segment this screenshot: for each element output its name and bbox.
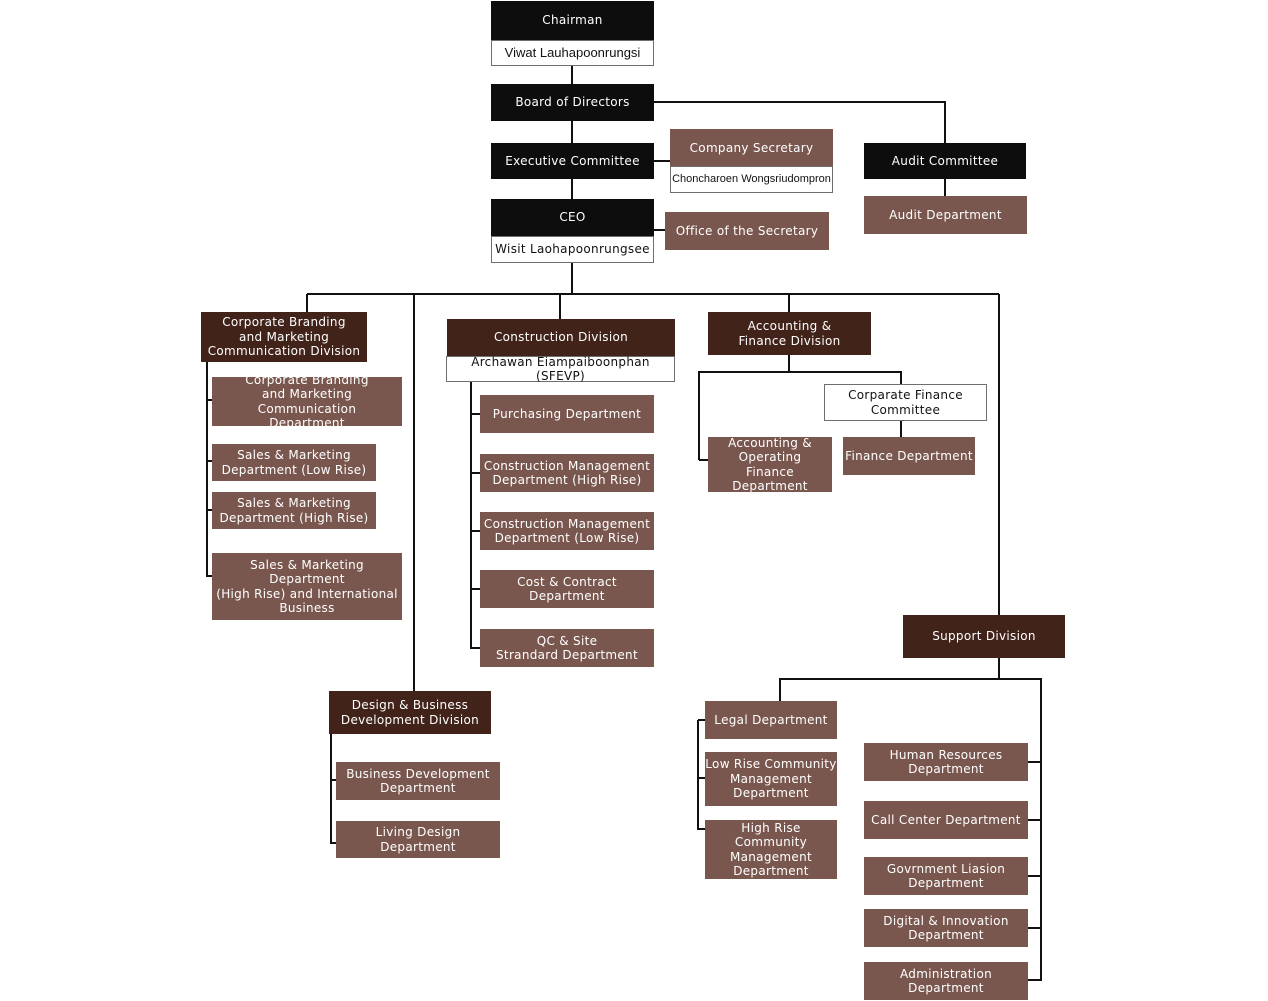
high-rise-community-box: High Rise Community Management Departmen… [705,820,837,879]
corporate-finance-committee-box: Corparate Finance Committee [824,384,987,421]
construction-division-box: Construction Division [447,319,675,356]
company-secretary-title-box: Company Secretary [670,129,833,167]
construction-head-box: Archawan Eiampaiboonphan (SFEVP) [446,355,675,383]
chairman-name-box: Viwat Lauhapoonrungsi [491,40,654,66]
government-liaison-box: Govrnment Liasion Department [864,857,1028,895]
call-center-box: Call Center Department [864,801,1028,839]
construction-low-rise-box: Construction Management Department (Low … [480,512,654,550]
business-development-box: Business Development Department [336,762,500,800]
cost-contract-box: Cost & Contract Department [480,570,654,608]
support-division-box: Support Division [903,615,1065,658]
legal-department-box: Legal Department [705,701,837,739]
design-division-box: Design & Business Development Division [329,691,491,734]
finance-department-box: Finance Department [843,437,975,475]
construction-high-rise-box: Construction Management Department (High… [480,454,654,492]
board-of-directors-box: Board of Directors [491,84,654,121]
branding-division-box: Corporate Branding and Marketing Communi… [201,312,367,362]
audit-department-box: Audit Department [864,196,1027,234]
sales-high-rise-box: Sales & Marketing Department (High Rise) [212,492,376,529]
chairman-title-box: Chairman [491,1,654,40]
administration-box: Administration Department [864,962,1028,1000]
ceo-title-box: CEO [491,199,654,236]
living-design-box: Living Design Department [336,821,500,858]
accounting-department-box: Accounting & Operating Finance Departmen… [708,436,832,493]
sales-international-box: Sales & Marketing Department (High Rise)… [212,553,402,620]
sales-low-rise-box: Sales & Marketing Department (Low Rise) [212,444,376,481]
digital-innovation-box: Digital & Innovation Department [864,909,1028,947]
low-rise-community-box: Low Rise Community Management Department [705,752,837,806]
ceo-name-box: Wisit Laohapoonrungsee [491,236,654,263]
audit-committee-box: Audit Committee [864,143,1026,179]
qc-site-box: QC & Site Strandard Department [480,629,654,667]
executive-committee-box: Executive Committee [491,143,654,179]
human-resources-box: Human Resources Department [864,743,1028,781]
purchasing-department-box: Purchasing Department [480,395,654,433]
branding-department-box: Corporate Branding and Marketing Communi… [212,373,402,430]
finance-division-box: Accounting & Finance Division [708,312,871,355]
company-secretary-name-box: Choncharoen Wongsriudompron [670,166,833,193]
office-of-secretary-box: Office of the Secretary [665,212,829,250]
